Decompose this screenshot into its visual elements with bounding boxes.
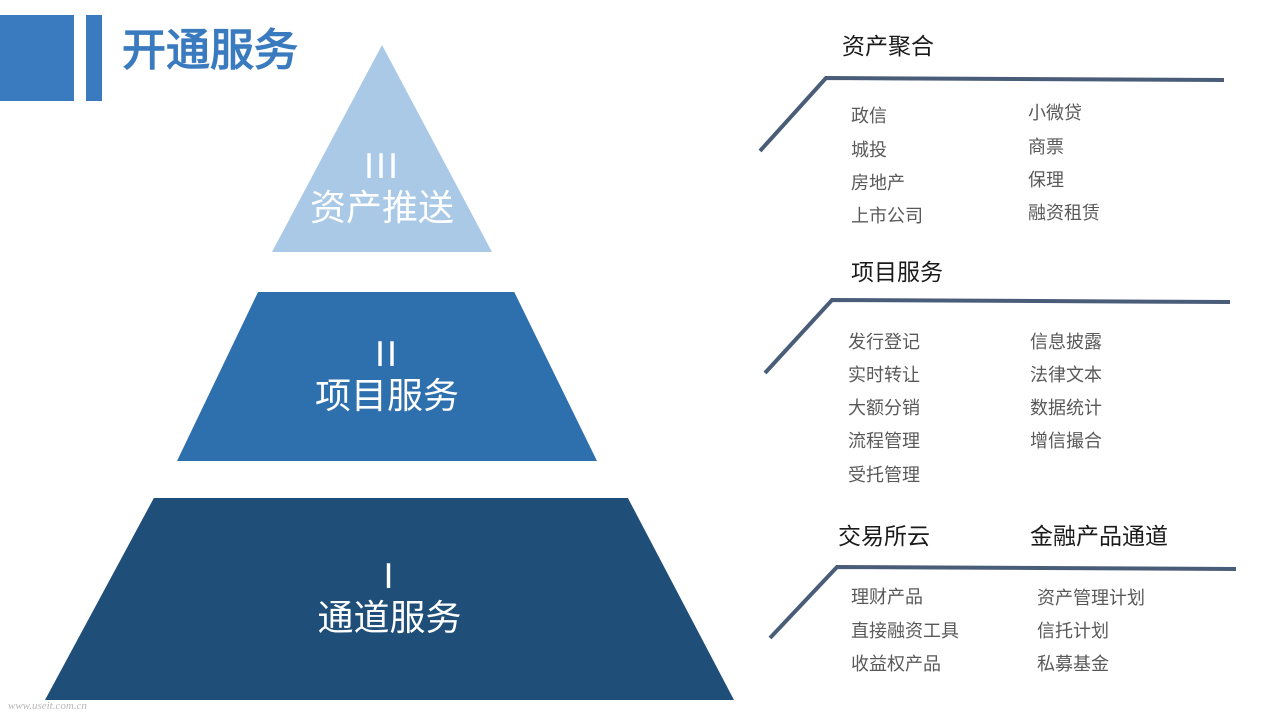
list-item: 城投 — [851, 140, 887, 161]
list-item: 法律文本 — [1030, 365, 1102, 386]
list-item: 收益权产品 — [851, 654, 941, 675]
pyramid-tier-asset-push: III 资产推送 — [272, 45, 492, 252]
tier-numeral: II — [374, 334, 400, 375]
list-item: 流程管理 — [848, 431, 920, 452]
tier-label: 通道服务 — [317, 598, 462, 639]
connector-line-channel — [768, 564, 1237, 640]
page-title: 开通服务 — [122, 25, 298, 76]
list-item: 房地产 — [851, 173, 905, 194]
tier-numeral: III — [363, 146, 401, 187]
list-item: 理财产品 — [851, 587, 923, 608]
header-bar-decoration — [86, 15, 102, 101]
list-item: 政信 — [851, 106, 887, 127]
connector-line-asset — [758, 75, 1225, 153]
list-item: 直接融资工具 — [851, 621, 959, 642]
list-item: 上市公司 — [851, 206, 923, 227]
list-item: 融资租赁 — [1028, 203, 1100, 224]
list-item: 资产管理计划 — [1037, 588, 1145, 609]
header-block-decoration — [0, 15, 74, 101]
list-item: 数据统计 — [1030, 398, 1102, 419]
tier-label: 资产推送 — [309, 187, 454, 229]
list-item: 私募基金 — [1037, 654, 1109, 675]
list-item: 实时转让 — [848, 365, 920, 386]
panel-heading-financial-product-channel: 金融产品通道 — [1030, 524, 1168, 550]
list-item: 商票 — [1028, 137, 1064, 158]
list-item: 受托管理 — [848, 465, 920, 486]
panel-heading-exchange-cloud: 交易所云 — [838, 524, 930, 550]
tier-numeral: I — [383, 557, 396, 597]
list-item: 增信撮合 — [1030, 431, 1102, 452]
watermark: www.useit.com.cn — [8, 700, 87, 712]
list-item: 小微贷 — [1028, 103, 1082, 124]
pyramid-tier-channel-service: I 通道服务 — [45, 498, 734, 700]
list-item: 大额分销 — [848, 398, 920, 419]
list-item: 保理 — [1028, 170, 1064, 191]
panel-heading-project-service: 项目服务 — [851, 260, 943, 286]
list-item: 发行登记 — [848, 332, 920, 353]
panel-heading-asset-aggregation: 资产聚合 — [842, 34, 934, 60]
list-item: 信托计划 — [1037, 621, 1109, 642]
list-item: 信息披露 — [1030, 332, 1102, 353]
pyramid-tier-project-service: II 项目服务 — [177, 292, 597, 461]
tier-label: 项目服务 — [314, 375, 459, 417]
connector-line-project — [763, 297, 1231, 375]
